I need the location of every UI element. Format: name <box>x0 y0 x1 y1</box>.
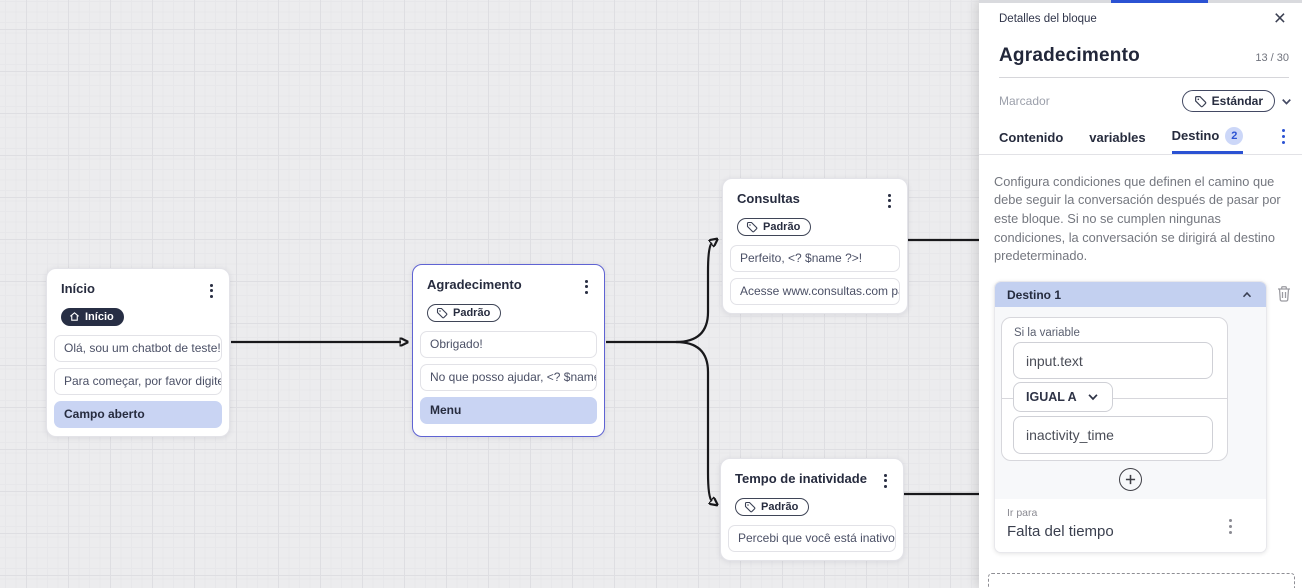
operator-select[interactable]: IGUAL A <box>1013 382 1113 413</box>
node-title: Consultas <box>737 191 800 206</box>
compare-value-input[interactable] <box>1013 416 1213 455</box>
panel-tabs: Contenido variables Destino 2 <box>979 112 1302 155</box>
destination-count-badge: 2 <box>1225 126 1244 145</box>
condition-variable-label: Si la variable <box>1014 327 1080 340</box>
flow-node-tempo-inatividade[interactable]: Tempo de inatividade Padrão Percebi que … <box>720 458 904 561</box>
marker-label: Marcador <box>999 94 1050 108</box>
flow-node-consultas[interactable]: Consultas Padrão Perfeito, <? $name ?>! … <box>722 178 908 314</box>
node-title: Tempo de inatividade <box>735 471 867 486</box>
destination-header[interactable]: Destino 1 <box>995 282 1266 308</box>
node-badge: Início <box>61 307 124 326</box>
node-badge-label: Início <box>85 310 114 323</box>
chevron-down-icon[interactable] <box>1279 94 1294 109</box>
tab-contenido[interactable]: Contenido <box>999 129 1064 145</box>
add-condition-button[interactable] <box>1119 468 1142 492</box>
kebab-menu-icon[interactable] <box>206 281 217 301</box>
node-badge: Padrão <box>737 217 812 236</box>
tag-icon <box>744 501 756 512</box>
destination-card: Destino 1 Si la variable IGUAL A <box>994 281 1267 554</box>
tag-icon <box>436 307 448 318</box>
menu-row[interactable]: Menu <box>420 396 597 424</box>
chevron-up-icon[interactable] <box>1240 288 1254 302</box>
kebab-menu-icon[interactable] <box>884 191 895 211</box>
chevron-down-icon <box>1088 394 1098 401</box>
message-row[interactable]: Percebi que você está inativo. C... <box>728 524 896 552</box>
tab-destino-label: Destino <box>1171 128 1220 144</box>
node-badge: Padrão <box>427 303 502 322</box>
kebab-menu-icon[interactable] <box>581 277 592 297</box>
tag-icon <box>746 221 758 232</box>
goto-value: Falta del tiempo <box>1007 523 1114 541</box>
destination-description: Configura condiciones que definen el cam… <box>994 173 1281 264</box>
destination-target[interactable]: Ir para Falta del tiempo <box>995 499 1266 553</box>
operator-value: IGUAL A <box>1026 390 1077 405</box>
top-tab-indicator <box>1111 0 1208 3</box>
variable-input[interactable] <box>1013 342 1213 380</box>
node-title: Agradecimento <box>427 277 522 292</box>
message-row[interactable]: Olá, sou um chatbot de teste! <box>54 334 222 362</box>
flow-node-agradecimento[interactable]: Agradecimento Padrão Obrigado! No que po… <box>412 264 605 437</box>
node-badge-label: Padrão <box>763 220 801 233</box>
tab-variables[interactable]: variables <box>1089 129 1146 145</box>
delete-destination-button[interactable] <box>1275 281 1293 308</box>
divider <box>999 77 1289 78</box>
open-field-row[interactable]: Campo aberto <box>54 400 222 428</box>
condition-box: Si la variable IGUAL A <box>1001 317 1228 462</box>
panel-title: Detalles del bloque <box>999 13 1097 25</box>
home-icon <box>70 312 79 321</box>
message-row[interactable]: Obrigado! <box>420 330 597 358</box>
message-row[interactable]: Perfeito, <? $name ?>! <box>730 244 900 272</box>
node-badge-label: Padrão <box>453 306 491 319</box>
tab-destino[interactable]: Destino 2 <box>1171 126 1244 154</box>
node-title: Início <box>61 281 95 296</box>
destination-header-label: Destino 1 <box>1007 287 1062 302</box>
block-name: Agradecimento <box>999 45 1140 66</box>
tab-overflow-menu-icon[interactable] <box>1278 126 1289 147</box>
flow-node-inicio[interactable]: Início Início Olá, sou um chatbot de tes… <box>46 268 230 437</box>
node-badge-label: Padrão <box>761 500 799 513</box>
panel-top-strip <box>979 0 1302 3</box>
condition-divider <box>1002 398 1227 400</box>
char-counter: 13 / 30 <box>1255 52 1289 64</box>
message-row[interactable]: No que posso ajudar, <? $name ... <box>420 363 597 391</box>
block-details-panel: Detalles del bloque × Agradecimento 13 /… <box>979 0 1302 588</box>
tag-icon <box>1194 95 1206 107</box>
plus-icon <box>1125 475 1136 485</box>
add-destination-button[interactable]: Agregar destino <box>988 573 1295 588</box>
kebab-menu-icon[interactable] <box>880 471 891 491</box>
node-badge: Padrão <box>735 497 810 516</box>
goto-menu-icon[interactable] <box>1225 516 1236 537</box>
message-row[interactable]: Acesse www.consultas.com par... <box>730 277 900 305</box>
marker-value: Estándar <box>1211 94 1263 108</box>
trash-icon <box>1278 286 1290 302</box>
close-icon[interactable]: × <box>1273 7 1286 30</box>
goto-label: Ir para <box>1007 507 1038 520</box>
message-row[interactable]: Para começar, por favor digite o ... <box>54 367 222 395</box>
marker-select[interactable]: Estándar <box>1181 90 1275 112</box>
